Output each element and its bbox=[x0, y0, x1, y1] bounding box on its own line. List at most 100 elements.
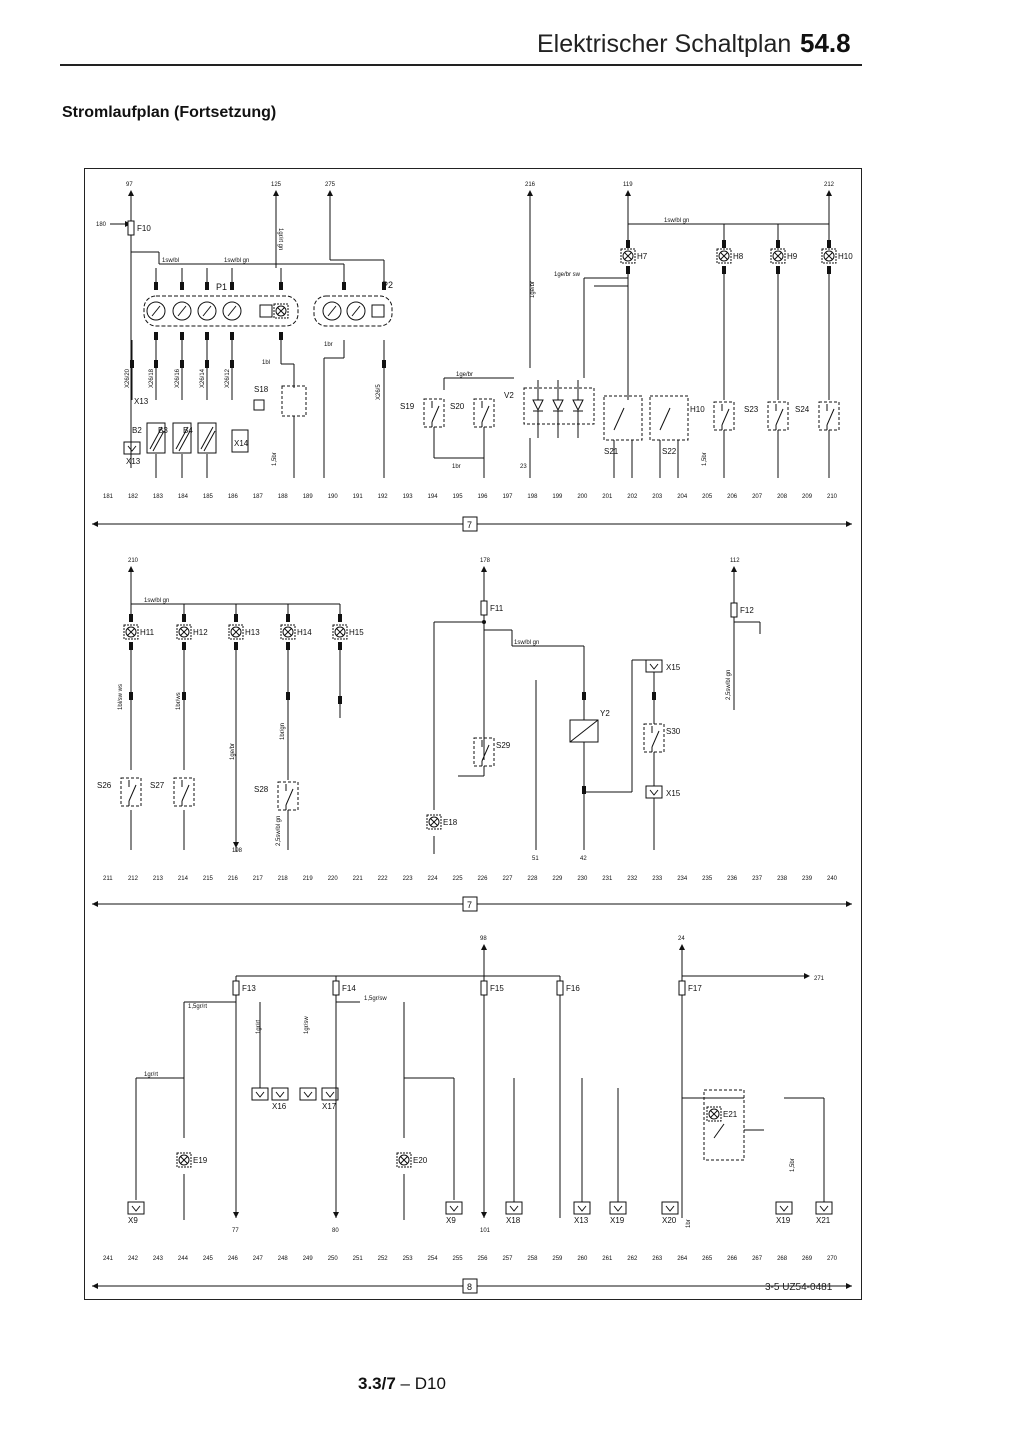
arrow-up-icon bbox=[481, 566, 487, 572]
plug-connector-icon bbox=[775, 1201, 793, 1215]
bus-reference-label: 42 bbox=[580, 856, 587, 862]
connector-label: X26/5 bbox=[376, 384, 382, 400]
wire-label: 1sw/bl gn bbox=[224, 258, 249, 264]
lamp-cross bbox=[710, 1110, 718, 1118]
connector-pin bbox=[582, 692, 586, 700]
panel-2-ruler-number: 226 bbox=[477, 876, 488, 882]
plug-pin-icon bbox=[613, 1205, 623, 1212]
panel-3-ruler-number: 261 bbox=[602, 1256, 613, 1262]
component-label: S29 bbox=[496, 741, 511, 750]
arrow-left-icon bbox=[92, 1283, 98, 1289]
arrow-up-icon bbox=[327, 190, 333, 196]
wire-label: 1br bbox=[324, 342, 333, 348]
connector-label: X26/12 bbox=[225, 368, 231, 388]
bus-reference-label: 24 bbox=[678, 936, 685, 942]
section-title: Stromlaufplan (Fortsetzung) bbox=[62, 104, 277, 121]
panel-2-ruler-number: 219 bbox=[303, 876, 314, 882]
sensor-icon bbox=[146, 422, 166, 454]
plug-connector-icon bbox=[645, 785, 663, 799]
bus-reference-label: 112 bbox=[730, 558, 740, 564]
lamp-housing bbox=[273, 303, 289, 319]
panel-3-ruler-number: 269 bbox=[802, 1256, 813, 1262]
sensor-diagonal bbox=[152, 430, 165, 452]
bus-reference-label: 77 bbox=[232, 1228, 239, 1234]
panel-3-ruler-number: 241 bbox=[103, 1256, 114, 1262]
component-label: S22 bbox=[662, 447, 677, 456]
connector-pin bbox=[827, 240, 831, 248]
switch-housing bbox=[818, 401, 840, 431]
panel-1-ruler-number: 209 bbox=[802, 494, 813, 500]
panel-1-ruler-number: 202 bbox=[627, 494, 638, 500]
lamp-cross bbox=[400, 1156, 408, 1164]
component-label: F13 bbox=[242, 984, 256, 993]
connector-pin bbox=[130, 360, 134, 368]
panel-3-ruler-number: 257 bbox=[502, 1256, 513, 1262]
plug-connector-icon bbox=[123, 441, 141, 455]
plug-pin-icon bbox=[131, 1205, 141, 1212]
panel-3-ruler-number: 256 bbox=[477, 1256, 488, 1262]
panel-2-ruler-number: 235 bbox=[702, 876, 713, 882]
panel-1-ruler-number: 185 bbox=[203, 494, 214, 500]
panel-1-ruler-number: 181 bbox=[103, 494, 114, 500]
panel-1-ruler-number: 196 bbox=[477, 494, 488, 500]
component-label: X13 bbox=[126, 457, 141, 466]
component-label: S21 bbox=[604, 447, 619, 456]
lamp-cross bbox=[336, 628, 344, 636]
lamp-housing bbox=[706, 1106, 722, 1122]
lamp-cross bbox=[284, 628, 292, 636]
arrow-left-icon bbox=[92, 901, 98, 907]
component-label: P1 bbox=[216, 282, 227, 292]
component-label: F10 bbox=[137, 224, 151, 233]
panel-1-ruler-number: 205 bbox=[702, 494, 713, 500]
panel-2-ruler-number: 211 bbox=[103, 876, 113, 882]
connector-label: X26/18 bbox=[149, 368, 155, 388]
gauge-icon bbox=[172, 301, 192, 321]
wire-label: 1ge/br sw bbox=[554, 272, 581, 278]
wire-label: 1gr/rt gn bbox=[277, 228, 283, 250]
panel-2-ruler-number: 230 bbox=[577, 876, 588, 882]
panel-1-ruler-number: 210 bbox=[827, 494, 838, 500]
component-label: X13 bbox=[574, 1216, 589, 1225]
panel-1-ruler-number: 192 bbox=[378, 494, 389, 500]
arrow-up-icon bbox=[731, 566, 737, 572]
connector-pin bbox=[279, 282, 283, 290]
lamp-housing bbox=[716, 248, 732, 264]
plug-connector-icon bbox=[445, 1201, 463, 1215]
component-label: X19 bbox=[610, 1216, 625, 1225]
switch-housing bbox=[603, 395, 643, 441]
panel-3-ruler-number: 252 bbox=[378, 1256, 389, 1262]
lamp-cross bbox=[774, 252, 782, 260]
fuse-icon bbox=[127, 220, 135, 236]
panel-1-ruler-number: 188 bbox=[278, 494, 289, 500]
lamp-switch-housing bbox=[703, 1089, 745, 1161]
arrow-up-icon bbox=[527, 190, 533, 196]
component-label: E19 bbox=[193, 1156, 208, 1165]
panel-2-ruler-number: 215 bbox=[203, 876, 214, 882]
panel-3-ruler-number: 248 bbox=[278, 1256, 289, 1262]
plug-pin-icon bbox=[255, 1091, 265, 1098]
wire-label: 1br/ws bbox=[176, 692, 182, 710]
plug-connector-icon bbox=[645, 659, 663, 673]
panel-3-ruler-number: 249 bbox=[303, 1256, 314, 1262]
switch-contact-icon bbox=[826, 408, 835, 426]
component-label: X13 bbox=[134, 397, 149, 406]
panel-2-ruler-number: 228 bbox=[527, 876, 538, 882]
header-divider bbox=[60, 64, 862, 66]
reference-marker-label: 7 bbox=[467, 520, 472, 530]
fuse-icon bbox=[730, 602, 738, 618]
component-label: F16 bbox=[566, 984, 580, 993]
panel-1-ruler-number: 187 bbox=[253, 494, 264, 500]
component-label: S20 bbox=[450, 402, 465, 411]
fuse-icon bbox=[332, 980, 340, 996]
connector-pin bbox=[182, 614, 186, 622]
component-label: H10 bbox=[838, 252, 853, 261]
wire-label: 1br bbox=[452, 464, 461, 470]
component-label: X9 bbox=[446, 1216, 456, 1225]
connector-pin bbox=[234, 642, 238, 650]
component-label: H10 bbox=[690, 405, 705, 414]
connector-pin bbox=[338, 642, 342, 650]
panel-2-ruler-number: 233 bbox=[652, 876, 663, 882]
component-label: X20 bbox=[662, 1216, 677, 1225]
switch-contact-icon bbox=[659, 407, 671, 431]
bus-reference-label: 275 bbox=[325, 182, 336, 188]
